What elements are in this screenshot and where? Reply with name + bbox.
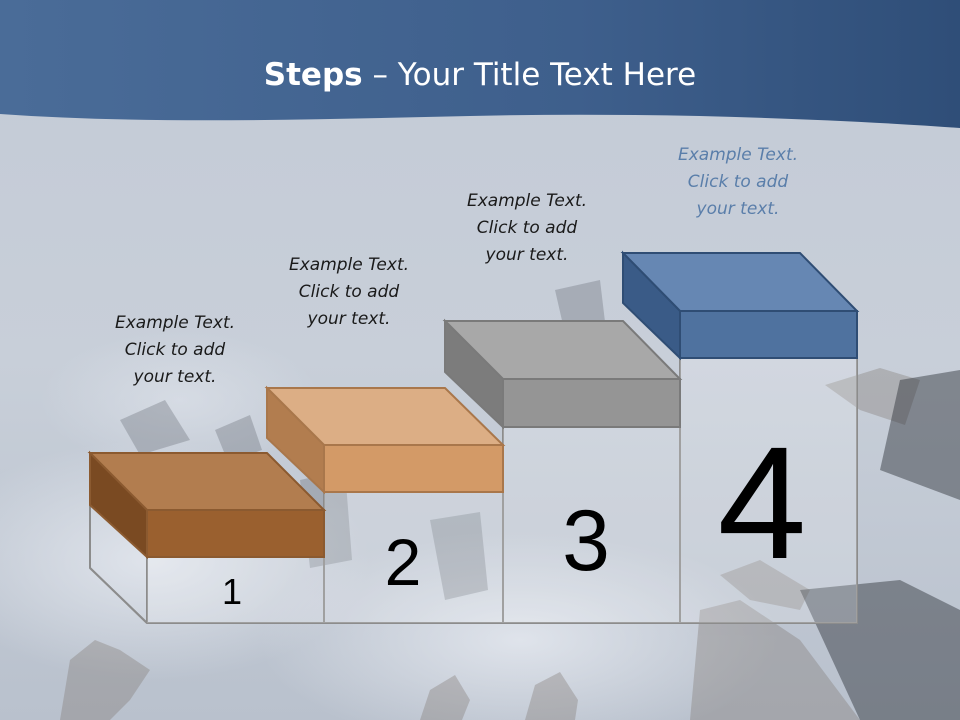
caption-line: your text. [307, 309, 391, 329]
step-number-3: 3 [562, 493, 610, 589]
step-block-3[interactable] [442, 318, 683, 430]
step-number-1: 1 [222, 571, 242, 612]
step-caption-4[interactable]: Example Text. Click to add your text. [638, 142, 838, 223]
caption-line: Click to add [298, 282, 400, 302]
hands-silhouettes [60, 368, 920, 720]
caption-line: Example Text. [466, 191, 588, 211]
step-block-1[interactable] [87, 450, 327, 560]
gown-silhouettes [800, 370, 960, 720]
step-number-4: 4 [718, 413, 807, 592]
title-banner [0, 0, 960, 128]
title-rest: – Your Title Text Here [362, 57, 697, 93]
caption-line: Click to add [687, 172, 789, 192]
title-bold: Steps [263, 57, 363, 93]
columns-fill [147, 358, 857, 623]
step-caption-2[interactable]: Example Text. Click to add your text. [249, 252, 449, 333]
caption-line: Click to add [124, 340, 226, 360]
step-number-2: 2 [385, 525, 422, 599]
caption-line: Click to add [476, 218, 578, 238]
step-block-4[interactable] [620, 250, 860, 361]
caption-line: your text. [696, 199, 780, 219]
step-block-2[interactable] [264, 385, 506, 495]
caption-line: your text. [485, 245, 569, 265]
caption-line: Example Text. [114, 313, 236, 333]
caption-line: your text. [133, 367, 217, 387]
step-caption-1[interactable]: Example Text. Click to add your text. [75, 310, 275, 391]
slide-title[interactable]: Steps – Your Title Text Here [0, 52, 960, 98]
caption-line: Example Text. [677, 145, 799, 165]
caption-line: Example Text. [288, 255, 410, 275]
step-caption-3[interactable]: Example Text. Click to add your text. [427, 188, 627, 269]
